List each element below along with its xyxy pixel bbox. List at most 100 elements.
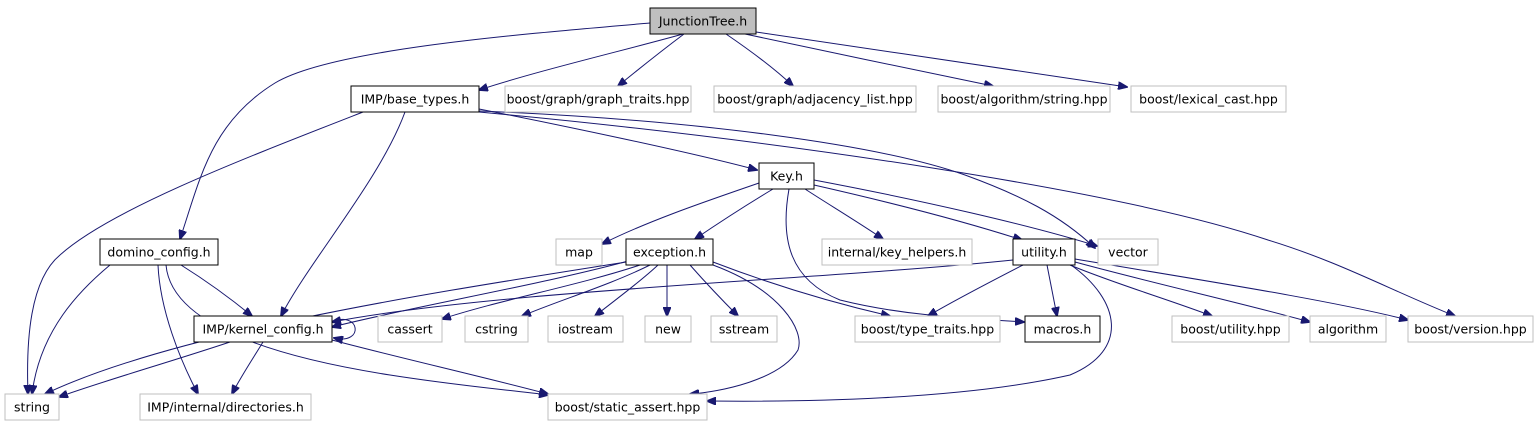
edge-line [157,264,198,394]
edge-exception-to-sstream [689,264,738,316]
node-label: boost/utility.hpp [1180,322,1280,337]
edge-domino-config-to-kernel-config [180,264,252,316]
node-exception[interactable]: exception.h [625,238,714,266]
edge-junctiontree-to-graph-traits [618,33,685,86]
node-kernel-config[interactable]: IMP/kernel_config.h [193,315,333,343]
edge-line [180,22,651,239]
edge-base-types-to-kernel-config [281,111,406,316]
node-box [1012,238,1076,266]
node-box [1171,315,1290,343]
node-static-assert: boost/static_assert.hpp [547,393,708,421]
node-box [193,315,333,343]
node-cassert: cassert [377,315,443,343]
edge-utility-to-kernel-config [332,259,1014,322]
edge-line [707,264,1112,401]
node-box [547,393,708,421]
edge-line [478,110,1095,248]
node-box [1130,85,1287,113]
edge-key-to-vector [813,179,1097,246]
edge-domino-config-to-static-assert [165,264,548,395]
edge-junctiontree-to-adjacency-list [725,33,793,86]
node-box [350,85,480,113]
edge-key-to-exception [695,188,774,239]
node-label: cstring [475,322,518,337]
node-label: exception.h [633,245,706,260]
edge-utility-to-type-traits [928,264,1024,316]
node-box [758,162,815,190]
node-label: domino_config.h [107,245,210,260]
node-utility[interactable]: utility.h [1012,238,1076,266]
node-label: new [655,322,681,337]
node-label: IMP/internal/directories.h [147,400,304,415]
node-base-types[interactable]: IMP/base_types.h [350,85,480,113]
node-box [377,315,443,343]
node-lexical-cast: boost/lexical_cast.hpp [1130,85,1287,113]
edge-exception-to-kernel-config [332,259,633,327]
node-box [644,315,692,343]
edge-line [689,264,738,316]
node-algorithm: algorithm [1309,315,1387,343]
node-box [625,238,714,266]
edge-exception-to-cstring [522,264,651,316]
node-sstream: sstream [710,315,778,343]
edge-line [804,188,883,239]
node-label: boost/graph/graph_traits.hpp [507,92,690,107]
node-key[interactable]: Key.h [758,162,815,190]
node-box [713,85,917,113]
edge-kernel-config-to-directories [232,341,264,394]
node-label: boost/version.hpp [1414,322,1526,337]
node-vector: vector [1097,238,1159,266]
edge-line [690,264,800,394]
node-box [854,315,1001,343]
edge-line [725,33,793,86]
edge-line [45,261,627,394]
edge-line [232,341,264,394]
edge-line [332,259,633,327]
edge-kernel-config-to-string [59,341,231,397]
edge-key-to-utility [813,184,1022,240]
node-algorithm-string: boost/algorithm/string.hpp [937,85,1111,113]
edge-junctiontree-to-base-types [479,33,684,90]
edge-base-types-to-boost-version [478,111,1455,316]
edge-line [522,264,651,316]
node-box [710,315,778,343]
edge-line [602,182,760,244]
edge-line [442,264,641,319]
node-label: sstream [719,322,769,337]
node-box [504,85,692,113]
node-adjacency-list: boost/graph/adjacency_list.hpp [713,85,917,113]
edge-base-types-to-key [478,108,757,170]
node-macros[interactable]: macros.h [1024,315,1101,343]
node-label: iostream [558,322,613,337]
node-box [1097,238,1159,266]
node-new: new [644,315,692,343]
edge-line [281,111,406,316]
edge-exception-to-iostream [595,264,659,316]
node-box [1309,315,1387,343]
node-label: internal/key_helpers.h [828,245,967,260]
node-box [821,238,973,266]
node-label: macros.h [1034,322,1092,337]
edge-kernel-config-to-kernel-config [331,319,356,338]
edge-line [618,33,685,86]
edge-base-types-to-string [28,111,364,394]
edge-junctiontree-to-domino-config [180,22,651,239]
edge-line [928,264,1024,316]
edge-line [32,264,111,394]
node-boost-version: boost/version.hpp [1407,315,1534,343]
edge-line [478,108,757,170]
node-box [547,315,624,343]
edge-line [813,179,1097,246]
edge-exception-to-type-traits [712,261,890,316]
edge-line [478,111,1455,316]
edge-line [331,339,548,394]
edge-utility-to-algorithm [1074,261,1310,322]
edge-base-types-to-vector [478,110,1095,248]
node-junctiontree: JunctionTree.h [649,7,757,35]
node-domino-config[interactable]: domino_config.h [99,238,219,266]
edge-key-to-key-helpers [804,188,883,239]
edge-kernel-config-to-static-assert [331,339,548,394]
edge-line [755,31,1127,87]
edge-domino-config-to-string [32,264,111,394]
